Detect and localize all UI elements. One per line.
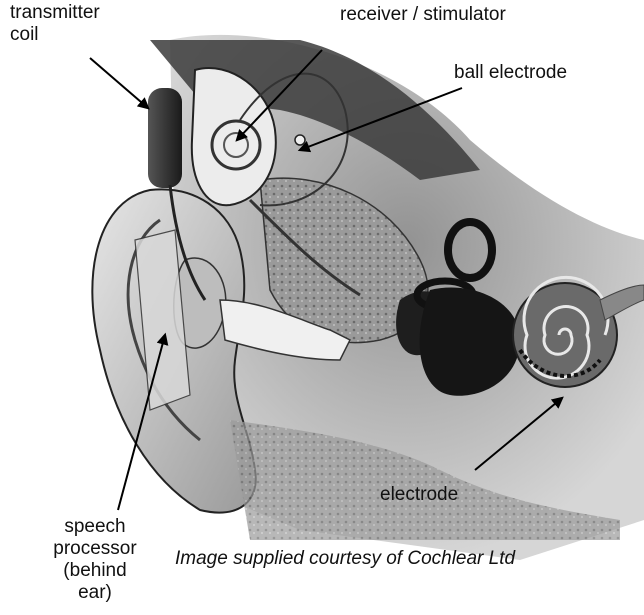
transmitter-label-line2: coil xyxy=(10,24,100,46)
transmitter-coil-label: transmitter coil xyxy=(10,2,100,46)
speech-label-line1: speech xyxy=(40,516,150,538)
receiver-stimulator-label: receiver / stimulator xyxy=(340,4,506,26)
electrode-label: electrode xyxy=(380,484,458,506)
image-credit: Image supplied courtesy of Cochlear Ltd xyxy=(175,548,515,570)
transmitter-coil-arrow xyxy=(90,58,148,108)
transmitter-label-line1: transmitter xyxy=(10,2,100,24)
speech-label-line3: (behind xyxy=(40,560,150,582)
speech-label-line2: processor xyxy=(40,538,150,560)
transmitter-coil-device xyxy=(148,88,182,188)
speech-label-line4: ear) xyxy=(40,582,150,604)
ball-electrode-label: ball electrode xyxy=(454,62,567,84)
ball-electrode-tip xyxy=(295,135,305,145)
speech-processor-label: speech processor (behind ear) xyxy=(40,516,150,604)
